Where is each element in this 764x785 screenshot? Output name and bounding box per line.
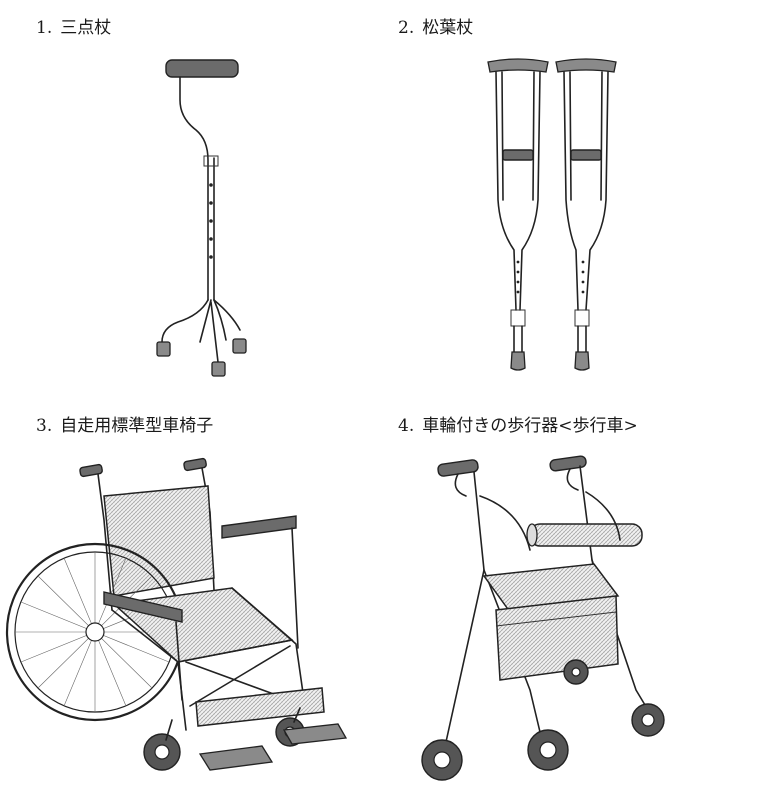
- rollator-icon: [421, 455, 665, 781]
- panel-number: 4.: [398, 416, 415, 436]
- panel-caption: 4. 車輪付きの歩行器<歩行車>: [398, 416, 638, 436]
- panel-caption: 1. 三点杖: [36, 18, 111, 38]
- crutch-left: [487, 58, 549, 371]
- panel-wheelchair: 3. 自走用標準型車椅子: [0, 400, 380, 785]
- quad-cane-icon: [156, 59, 247, 377]
- panel-label: 車輪付きの歩行器<歩行車>: [422, 416, 638, 436]
- panel-rollator: 4. 車輪付きの歩行器<歩行車>: [380, 400, 764, 785]
- panel-crutches: 2. 松葉杖: [380, 0, 764, 400]
- crutch-right: [555, 58, 617, 371]
- wheelchair-icon: [5, 457, 348, 771]
- crutches-icon: [487, 58, 617, 371]
- panel-number: 3.: [36, 416, 53, 436]
- panel-quad-cane: 1. 三点杖: [0, 0, 380, 400]
- panel-label: 松葉杖: [422, 18, 474, 38]
- panel-label: 三点杖: [60, 18, 112, 38]
- panel-caption: 3. 自走用標準型車椅子: [36, 416, 213, 436]
- panel-label: 自走用標準型車椅子: [60, 416, 214, 436]
- panel-number: 2.: [398, 18, 415, 38]
- panel-number: 1.: [36, 18, 53, 38]
- panel-caption: 2. 松葉杖: [398, 18, 473, 38]
